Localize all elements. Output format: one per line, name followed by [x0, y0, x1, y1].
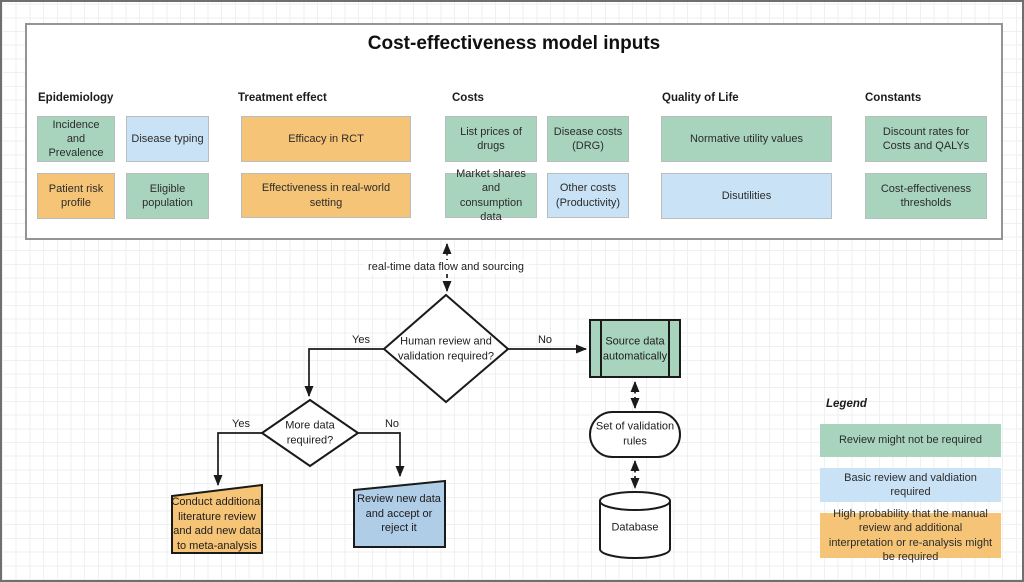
- legend-item-orange: High probability that the manual review …: [820, 508, 1001, 563]
- stadium-validation-label: Set of validation rules: [595, 420, 675, 447]
- decision-human-review-label: Human review and validation required?: [398, 335, 495, 362]
- label-no-more-data: No: [384, 418, 400, 430]
- input-box-ce-thresholds: Cost-effectiveness thresholds: [865, 173, 987, 219]
- process-source-data-label: Source data automatically: [602, 335, 668, 362]
- column-header-constants: Constants: [865, 92, 922, 104]
- connector-yes-to-more-data: [304, 348, 384, 397]
- input-box-list-prices: List prices of drugs: [445, 116, 537, 162]
- input-box-other-costs: Other costs (Productivity): [547, 173, 629, 218]
- column-header-treatment-effect: Treatment effect: [238, 92, 327, 104]
- label-yes-more-data: Yes: [232, 418, 250, 430]
- input-box-normative-utility: Normative utility values: [661, 116, 832, 162]
- input-box-market-shares: Market shares and consumption data: [445, 168, 537, 223]
- column-header-costs: Costs: [452, 92, 484, 104]
- card-literature-label: Conduct additional literature review and…: [171, 495, 263, 552]
- input-box-disutilities: Disutilities: [661, 173, 832, 219]
- input-box-eligible-population: Eligible population: [126, 173, 209, 219]
- column-header-quality-of-life: Quality of Life: [662, 92, 739, 104]
- database-label: Database: [611, 521, 659, 534]
- label-no-human-review: No: [537, 334, 553, 346]
- panel-title: Cost-effectiveness model inputs: [367, 33, 661, 54]
- legend-title: Legend: [826, 398, 867, 410]
- connector-no-to-review: [358, 432, 405, 477]
- input-box-discount-rates: Discount rates for Costs and QALYs: [865, 116, 987, 162]
- connector-yes-to-literature: [213, 432, 262, 486]
- input-box-effectiveness-rws: Effectiveness in real-world setting: [241, 173, 411, 218]
- input-box-incidence-prevalence: Incidence and Prevalence: [37, 116, 115, 162]
- card-review-label: Review new data and accept or reject it: [357, 493, 441, 535]
- dashed-connectors: [442, 243, 640, 489]
- decision-more-data-label: More data required?: [285, 419, 335, 446]
- input-box-efficacy-rct: Efficacy in RCT: [241, 116, 411, 162]
- label-yes-human-review: Yes: [352, 334, 370, 346]
- connector-label: real-time data flow and sourcing: [364, 260, 528, 274]
- input-box-patient-risk-profile: Patient risk profile: [37, 173, 115, 219]
- legend-item-blue: Basic review and valdiation required: [820, 468, 1001, 502]
- input-box-disease-costs: Disease costs (DRG): [547, 116, 629, 162]
- solid-connectors: [213, 344, 587, 486]
- input-box-disease-typing: Disease typing: [126, 116, 209, 162]
- column-header-epidemiology: Epidemiology: [38, 92, 114, 104]
- legend-item-green: Review might not be required: [820, 424, 1001, 457]
